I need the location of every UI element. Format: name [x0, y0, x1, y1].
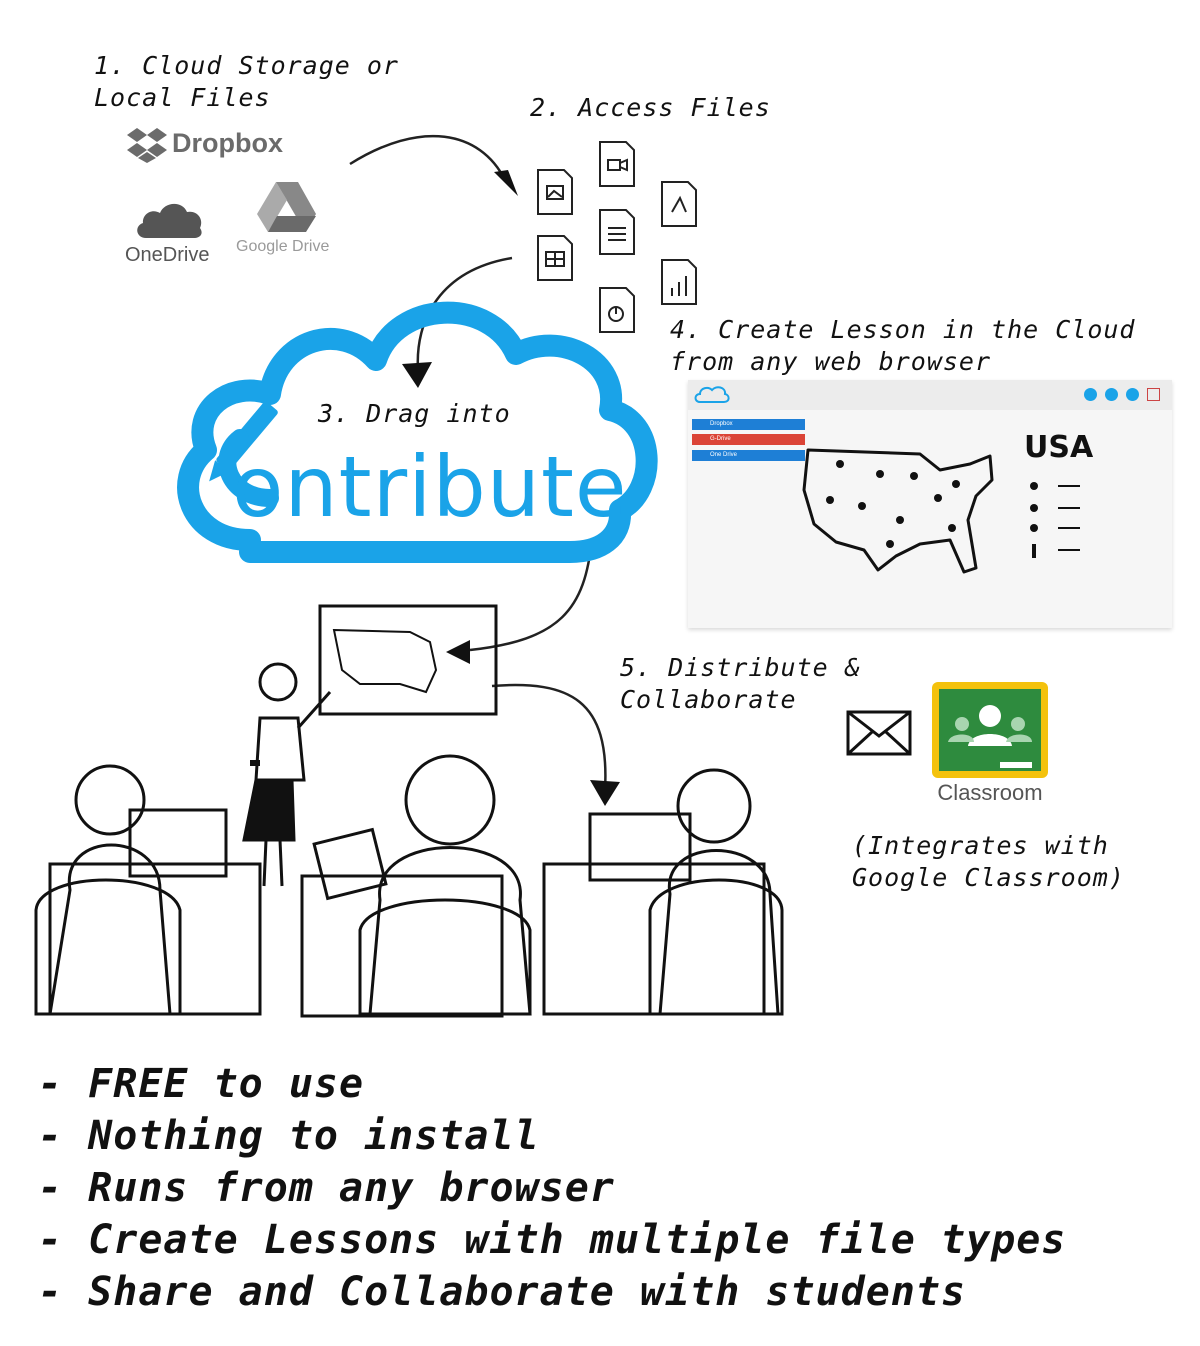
feature-item: - Runs from any browser [38, 1165, 615, 1211]
step-4-line-1: 4. Create Lesson in the Cloud [670, 315, 1136, 344]
usa-map-sketch [802, 448, 994, 574]
video-file-icon [599, 141, 635, 187]
feature-item: - Nothing to install [38, 1113, 540, 1159]
step-5-line-2: Collaborate [620, 685, 797, 714]
onedrive-label: OneDrive [125, 244, 210, 266]
spreadsheet-file-icon [537, 235, 573, 281]
text-file-icon [599, 209, 635, 255]
image-file-icon [537, 169, 573, 215]
chart-file-icon [661, 259, 697, 305]
file-icons [537, 141, 697, 333]
app-toolbar-icons [1084, 388, 1164, 404]
feature-item: - FREE to use [38, 1061, 365, 1107]
feature-list: - FREE to use - Nothing to install - Run… [38, 1058, 1066, 1318]
classroom-icon [932, 682, 1048, 778]
right-laptop [588, 812, 692, 882]
step-1-label: 1. Cloud Storage or Local Files [94, 50, 399, 114]
pdf-file-icon [661, 181, 697, 227]
dropbox-button[interactable]: Dropbox [692, 419, 805, 430]
step-1-line-2: Local Files [94, 83, 271, 112]
step-3-label: 3. Drag into [318, 399, 511, 428]
gdrive-button[interactable]: G-Drive [692, 434, 805, 445]
google-drive-icon [257, 182, 316, 232]
google-drive-label: Google Drive [236, 238, 330, 255]
app-logo [694, 386, 730, 403]
dropbox-icon [127, 128, 167, 163]
step-2-label: 2. Access Files [530, 93, 771, 122]
contribute-cloud [177, 301, 658, 563]
contribute-wordmark: ontribute [232, 438, 628, 536]
step-5-label: 5. Distribute & Collaborate [620, 652, 861, 716]
left-laptop [128, 808, 228, 878]
step-5-line-1: 5. Distribute & [620, 653, 861, 682]
integration-note: (Integrates with Google Classroom) [852, 830, 1125, 894]
wall-display [318, 604, 498, 716]
integration-note-line-1: (Integrates with [852, 831, 1109, 860]
onedrive-button[interactable]: One Drive [692, 450, 805, 461]
usa-label: USA [1024, 430, 1094, 465]
step-4-line-2: from any web browser [670, 347, 992, 376]
step-4-label: 4. Create Lesson in the Cloud from any w… [670, 314, 1136, 378]
classroom-label: Classroom [937, 780, 1043, 805]
classroom-scene [34, 604, 784, 1018]
flow-arrows [349, 134, 620, 806]
feature-item: - Share and Collaborate with students [38, 1269, 967, 1315]
legend-sketch [1030, 482, 1080, 558]
step-1-line-1: 1. Cloud Storage or [94, 51, 399, 80]
pie-file-icon [599, 287, 635, 333]
tablet [312, 827, 388, 901]
onedrive-icon [137, 203, 202, 238]
integration-note-line-2: Google Classroom) [852, 863, 1125, 892]
feature-item: - Create Lessons with multiple file type… [38, 1217, 1067, 1263]
envelope-icon [846, 710, 912, 756]
app-screenshot [688, 380, 1172, 628]
dropbox-label: Dropbox [172, 128, 283, 158]
